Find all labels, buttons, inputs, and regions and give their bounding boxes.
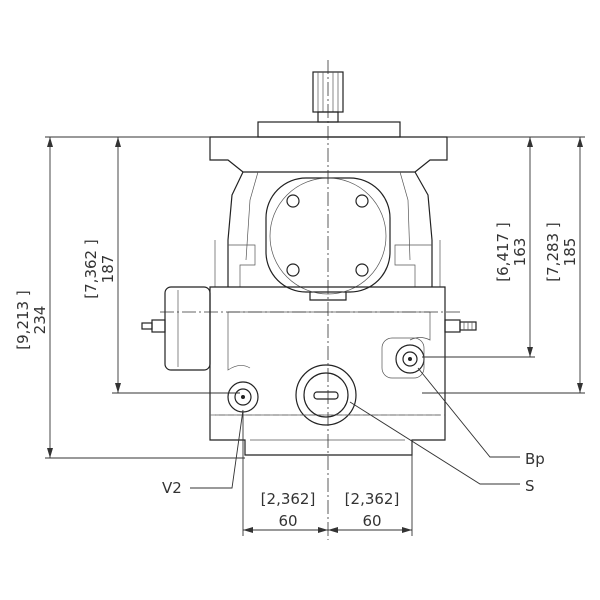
port-label-v2: V2 (162, 479, 182, 497)
port-v2 (227, 381, 259, 413)
dim-width-right: [2,362]60 (344, 490, 400, 530)
dim-width-left: [2,362]60 (260, 490, 316, 530)
extension-lines (45, 136, 585, 536)
port-bp (381, 337, 425, 379)
mounting-flange (209, 121, 448, 173)
port-s (295, 364, 357, 426)
port-label-bp: Bp (525, 450, 545, 468)
right-fitting (444, 319, 477, 333)
dim-overall-height-left: [9,213 ]234 (14, 290, 49, 350)
upper-housing (227, 171, 433, 287)
leader-lines (190, 367, 520, 489)
left-control-block (141, 286, 211, 371)
port-label-s: S (525, 477, 535, 495)
dim-height-right-outer: [7,283 ]185 (544, 222, 579, 282)
dim-height-bp: [6,417 ]163 (494, 222, 529, 282)
dim-height-left-inner: [7,362 ]187 (82, 239, 117, 299)
dimension-lines (47, 137, 583, 533)
